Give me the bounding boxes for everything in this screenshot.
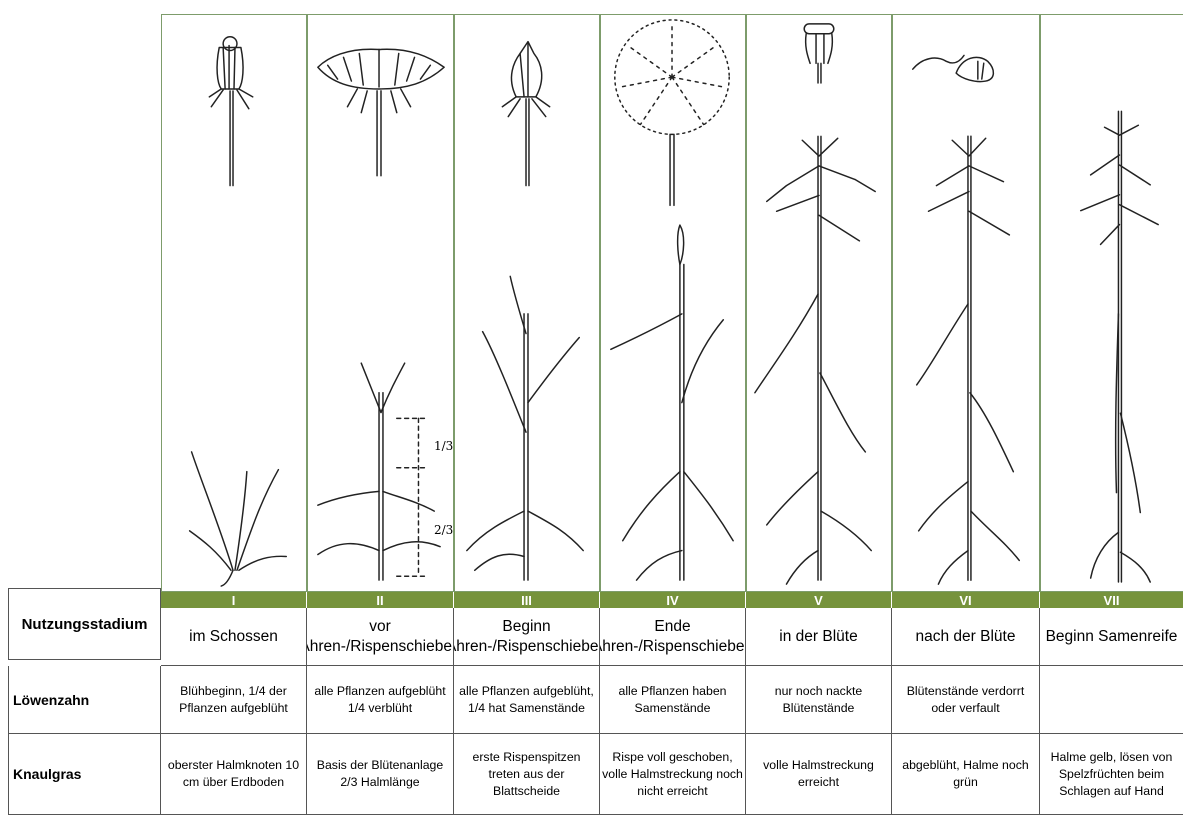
grass-flowering-drawing (755, 136, 875, 584)
row-label-dandelion: Löwenzahn (8, 666, 161, 734)
dandelion-stage-7 (1040, 666, 1183, 734)
stage-7-illustration (1041, 15, 1183, 591)
dandelion-stage-2: alle Pflanzen aufgeblüht 1/4 verblüht (307, 666, 454, 734)
label-one-third: 1/3 (434, 439, 453, 453)
orchard-grass-stage-5: volle Halmstreckung erreicht (746, 734, 892, 815)
stage-name-2: vor Ähren-/Rispenschieben (307, 608, 454, 666)
stage-3-illustration (455, 15, 599, 591)
dandelion-bud-drawing (209, 37, 252, 186)
grass-after-bloom-drawing (917, 136, 1020, 584)
stage-name-5: in der Blüte (746, 608, 892, 666)
stage-table: I II III IV V VI VII Nutzungsstadium im … (8, 592, 1183, 815)
stage-numeral-5: V (746, 592, 892, 608)
orchard-grass-stage-3: erste Rispenspitzen treten aus der Blatt… (454, 734, 600, 815)
stage-1-illustration (162, 15, 306, 591)
stage-6-illustration (893, 15, 1039, 591)
grass-young-drawing (190, 452, 287, 586)
stage-numeral-4: IV (600, 592, 746, 608)
stage-numeral-7: VII (1040, 592, 1183, 608)
stage-numeral-2: II (307, 592, 454, 608)
dandelion-stage-3: alle Pflanzen aufgeblüht, 1/4 hat Samens… (454, 666, 600, 734)
plate-stage-5 (746, 14, 892, 592)
orchard-grass-stage-7: Halme gelb, lösen von Spelzfrüchten beim… (1040, 734, 1183, 815)
stage-2-illustration (308, 15, 453, 591)
stage-5-illustration (747, 15, 891, 591)
orchard-grass-stage-1: oberster Halmknoten 10 cm über Erdboden (161, 734, 307, 815)
grass-seed-ripening-drawing (1081, 111, 1158, 582)
dandelion-stage-1: Blühbeginn, 1/4 der Pflanzen aufgeblüht (161, 666, 307, 734)
stage-name-1: im Schossen (161, 608, 307, 666)
dandelion-stage-4: alle Pflanzen haben Samenstände (600, 666, 746, 734)
plate-stage-2: 1/3 2/3 (307, 14, 454, 592)
stage-4-illustration (601, 15, 745, 591)
dandelion-closing-drawing (502, 42, 549, 186)
plate-stage-6 (892, 14, 1040, 592)
grass-shooting-drawing (318, 363, 440, 580)
dandelion-flower-drawing (318, 49, 444, 176)
stage-numeral-3: III (454, 592, 600, 608)
stage-numeral-1: I (161, 592, 307, 608)
plate-stage-3 (454, 14, 600, 592)
dandelion-stage-6: Blütenstände verdorrt oder verfault (892, 666, 1040, 734)
label-two-thirds: 2/3 (434, 523, 453, 537)
grass-heading-drawing (467, 276, 583, 580)
stage-name-3: Beginn Ähren-/Rispenschieben (454, 608, 600, 666)
row-label-orchard-grass: Knaulgras (8, 734, 161, 815)
grass-panicle-drawing (611, 225, 733, 580)
orchard-grass-stage-6: abgeblüht, Halme noch grün (892, 734, 1040, 815)
plate-stage-4 (600, 14, 746, 592)
stage-name-7: Beginn Samenreife (1040, 608, 1183, 666)
orchard-grass-stage-2: Basis der Blütenanlage 2/3 Halmlänge (307, 734, 454, 815)
row-label-stage: Nutzungsstadium (8, 588, 161, 660)
orchard-grass-stage-4: Rispe voll geschoben, volle Halmstreckun… (600, 734, 746, 815)
plate-stage-7 (1040, 14, 1183, 592)
stage-name-6: nach der Blüte (892, 608, 1040, 666)
stage-name-4: Ende Ähren-/Rispenschieben (600, 608, 746, 666)
stage-numeral-6: VI (892, 592, 1040, 608)
dandelion-seedhead-drawing (615, 20, 729, 205)
dandelion-bare-drawing (804, 24, 834, 83)
illustration-band: 1/3 2/3 (161, 14, 1183, 592)
dandelion-wilted-drawing (913, 55, 994, 81)
dandelion-stage-5: nur noch nackte Blütenstände (746, 666, 892, 734)
plate-stage-1 (161, 14, 307, 592)
